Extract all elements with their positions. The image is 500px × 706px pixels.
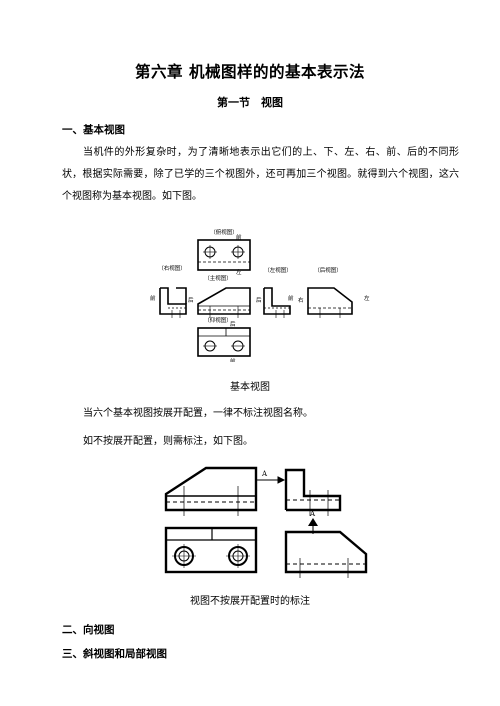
figure-basic-views: （俯视图） 前 （右视图） （主视图） 左 （左视图） （后视图） 前 后 后 … <box>150 228 370 362</box>
rear-view-drawing <box>284 530 368 578</box>
heading-oblique-partial-views: 三、斜视图和局部视图 <box>62 648 167 660</box>
heading-basic-views: 一、基本视图 <box>62 124 125 136</box>
figure-2-caption: 视图不按展开配置时的标注 <box>190 596 310 607</box>
view-arrow-a <box>256 476 286 484</box>
front-view-drawing <box>197 287 251 318</box>
dir-label: 前 <box>150 294 156 302</box>
arrow-label-a-2: A <box>309 510 316 518</box>
dir-label: 右 <box>298 296 304 304</box>
label-rear-view: （后视图） <box>314 266 342 274</box>
dir-label: 后 <box>188 296 194 304</box>
dir-label: 前 <box>230 357 236 362</box>
front-view-drawing <box>164 466 258 516</box>
left-view-drawing <box>263 287 291 318</box>
right-view-drawing <box>159 287 187 318</box>
text-line-2: 如不按展开配置，则需标注，如下图。 <box>83 436 253 447</box>
dir-label: 左 <box>364 294 370 302</box>
top-view-drawing <box>197 239 251 271</box>
dir-label: 前 <box>288 294 294 302</box>
bottom-view-drawing <box>164 526 258 574</box>
left-view-drawing <box>284 468 342 516</box>
figure-not-unfolded-views: A A <box>164 466 368 578</box>
label-right-view: （右视图） <box>158 264 186 272</box>
dir-label: 后 <box>230 320 236 328</box>
dir-label: 前 <box>236 233 242 241</box>
label-left-view: （左视图） <box>264 266 292 274</box>
label-bottom-view: （仰视图） <box>204 316 232 324</box>
dir-label: 后 <box>256 296 262 304</box>
chapter-title: 第六章 机械图样的的基本表示法 <box>135 63 365 81</box>
paragraph-basic-views: 当机件的外形复杂时，为了清晰地表示出它们的上、下、左、右、前、后的不同形状，根据… <box>62 147 459 202</box>
rear-view-drawing <box>307 287 353 318</box>
section-title: 第一节 视图 <box>217 96 283 109</box>
text-line-1: 当六个基本视图按展开配置，一律不标注视图名称。 <box>83 408 313 419</box>
heading-directional-views: 二、向视图 <box>62 624 115 636</box>
arrow-label-a: A <box>261 470 268 478</box>
bottom-view-drawing <box>197 327 251 357</box>
label-top-view: （俯视图） <box>210 228 238 236</box>
dir-label: 左 <box>236 268 242 276</box>
label-front-view: （主视图） <box>204 274 232 282</box>
figure-1-caption: 基本视图 <box>230 382 270 393</box>
